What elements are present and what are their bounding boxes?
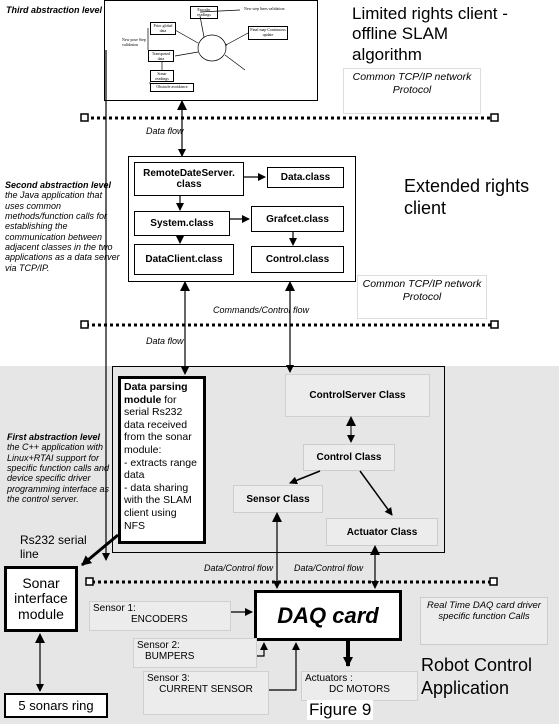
dataclient-class: DataClient.class: [134, 244, 234, 275]
actuators-box: Actuators : DC MOTORS: [301, 671, 418, 701]
flow-node: Final map Continuous update: [248, 26, 288, 40]
data-flow-label-top: Data flow: [146, 126, 184, 136]
network-line-top: [80, 113, 499, 122]
flow-node: Obstacle avoidance: [150, 83, 194, 92]
network-line-bottom: [85, 577, 498, 586]
sensor-2-box: Sensor 2: BUMPERS: [133, 638, 257, 668]
second-level-description: Second abstraction level the Java applic…: [5, 180, 120, 273]
rs232-label: Rs232 serial line: [20, 533, 87, 562]
data-control-flow-label-2: Data/Control flow: [294, 563, 364, 573]
data-control-flow-label-1: Data/Control flow: [204, 563, 274, 573]
commands-control-flow-label: Commands/Control flow: [213, 305, 310, 315]
data-flow-label-middle: Data flow: [146, 336, 184, 346]
flow-node: Encoder readings: [190, 6, 218, 19]
figure-caption: Figure 9: [307, 700, 374, 720]
control-class-cpp: Control Class: [303, 444, 395, 471]
control-class-java: Control.class: [251, 246, 344, 273]
sensor-1-box: Sensor 1: ENCODERS: [89, 601, 231, 631]
mini-flowchart: Encoder readings New step lines validati…: [104, 0, 318, 101]
grafcet-class: Grafcet.class: [251, 206, 344, 232]
daq-driver-note: Real Time DAQ card driver specific funct…: [420, 597, 548, 645]
sensor-class: Sensor Class: [233, 485, 323, 513]
flow-node: Transposed data: [148, 50, 174, 62]
data-parsing-module: Data parsing module for serial Rs232 dat…: [118, 376, 206, 544]
robot-control-app-title: Robot Control Application: [421, 655, 533, 698]
control-server-class: ControlServer Class: [285, 374, 430, 417]
flow-node: New pose Step validation: [122, 37, 146, 47]
actuator-class: Actuator Class: [326, 518, 438, 546]
first-level-description: First abstraction level the C++ applicat…: [7, 432, 110, 505]
flowchart-arrows: [147, 9, 249, 84]
flow-node: Sonar readings: [150, 70, 174, 82]
sensor-3-box: Sensor 3: CURRENT SENSOR: [143, 671, 269, 715]
limited-client-title: Limited rights client - offline SLAM alg…: [352, 4, 508, 64]
protocol-label-middle: Common TCP/IP network Protocol: [357, 275, 487, 319]
protocol-label-top: Common TCP/IP network Protocol: [343, 68, 481, 114]
flow-node: New step lines validation: [244, 6, 285, 11]
system-class: System.class: [134, 211, 230, 236]
sonar-interface-module: Sonar interface module: [4, 566, 78, 632]
third-level-label: Third abstraction level: [6, 5, 103, 15]
daq-card: DAQ card: [254, 590, 402, 641]
data-class: Data.class: [267, 167, 344, 188]
flow-node: Prior global data: [150, 22, 176, 35]
remote-data-server-class: RemoteDateServer. class: [134, 162, 244, 196]
extended-client-title: Extended rights client: [404, 176, 530, 218]
sonars-ring: 5 sonars ring: [4, 693, 108, 718]
